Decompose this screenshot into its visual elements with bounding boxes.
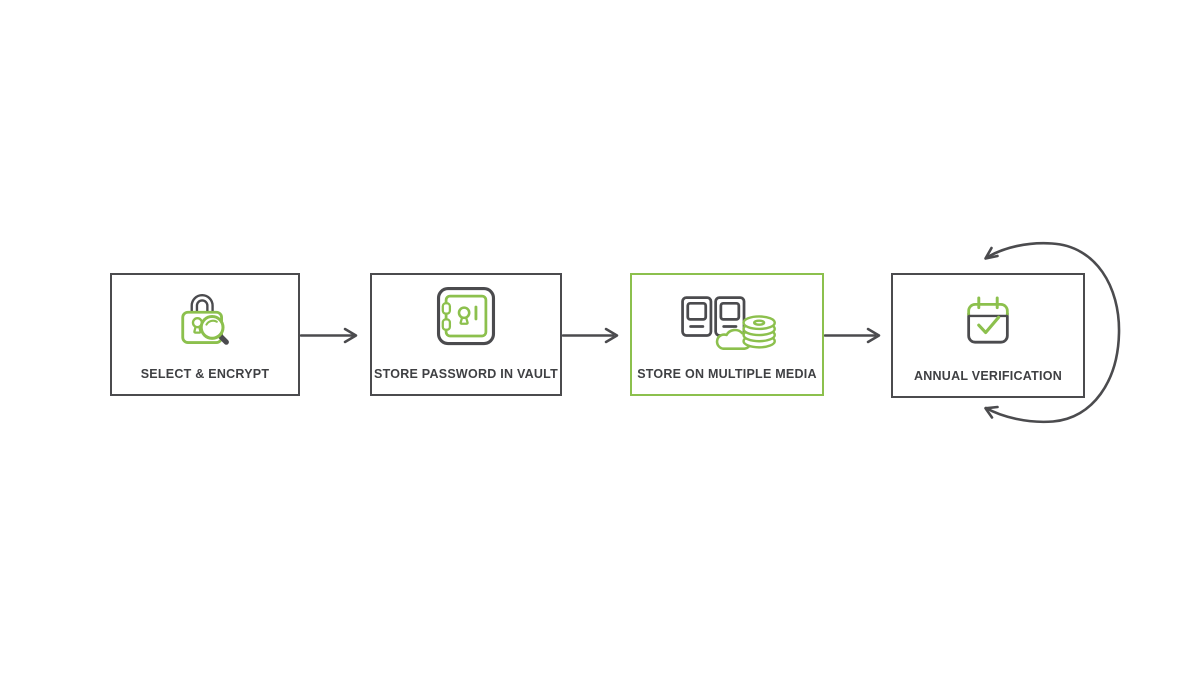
arrow-right-icon [561,327,619,344]
step-label: SELECT & ENCRYPT [140,367,270,381]
vault-hinge [441,302,452,315]
step-label: ANNUAL VERIFICATION [913,369,1063,383]
check-mark [977,315,1001,335]
repeat-cycle-arrow-icon [984,241,1121,424]
disc-stack-icon [742,315,776,349]
step-box-store-on-multiple-media: STORE ON MULTIPLE MEDIA [630,273,824,396]
step-box-store-password-in-vault: STORE PASSWORD IN VAULT [370,273,562,396]
lock-shackle [190,294,214,317]
storage-device [681,296,713,337]
vault-hinge [441,318,452,331]
arrow-right-icon [823,327,881,344]
step-box-select-encrypt: SELECT & ENCRYPT [110,273,300,396]
step-box-annual-verification: ANNUAL VERIFICATION [891,273,1085,398]
arrow-right-icon [299,327,358,344]
step-label: STORE PASSWORD IN VAULT [374,367,558,381]
calendar-top [967,303,1009,316]
devices-cloud-discs-icon [681,296,776,350]
calendar-check-icon [967,296,1009,344]
lock-magnifier-icon [181,294,229,345]
keyhole [457,306,471,320]
step-label: STORE ON MULTIPLE MEDIA [637,367,817,381]
vault-icon [436,287,496,346]
